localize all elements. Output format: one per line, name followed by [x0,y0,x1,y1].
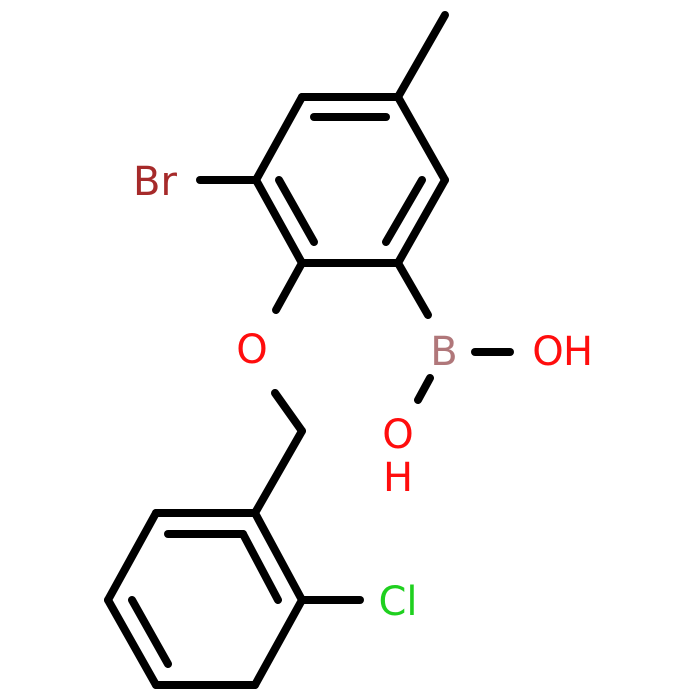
bond-ring-to-boron [394,259,432,319]
bond-ring2-upper-left [104,509,160,604]
bond-ring1-right-inner [382,176,426,246]
bond-lines [104,11,514,689]
bond-ring1-left-inner [275,176,318,246]
atom-chlorine: Cl [378,579,417,625]
bond-ring2-lower-left-inner [128,596,172,668]
bond-methyl [394,11,449,101]
atom-hydroxyl-bottom-oxygen: O [382,412,413,458]
bond-ether-oxygen-to-ch2 [271,389,306,435]
atom-bromine: Br [133,159,177,205]
bond-ring1-upper-left [252,93,306,184]
atom-hydroxyl-right-hydrogen: H [563,329,593,375]
bond-ring1-left [252,176,306,267]
bond-ch2-to-ring2 [251,427,306,517]
atom-hydroxyl-right-oxygen: O [532,329,563,375]
bond-ring2-upper-right [251,509,306,604]
bond-ring2-upper-right-inner [239,530,282,604]
atom-hydroxyl-bottom-hydrogen: H [383,455,413,501]
bond-ring-to-ether-oxygen [272,259,306,314]
bond-ring1-upper-right [394,93,449,184]
atom-ether-oxygen: O [236,327,267,373]
bond-ring2-lower-right [251,596,306,689]
bond-ring2-lower-left [104,596,160,689]
atom-labels: Br O B O H O H Cl [133,159,593,625]
bond-ring1-right [394,176,449,267]
atom-boron: B [430,329,457,375]
bond-boron-hydroxyl-bottom [414,374,434,404]
